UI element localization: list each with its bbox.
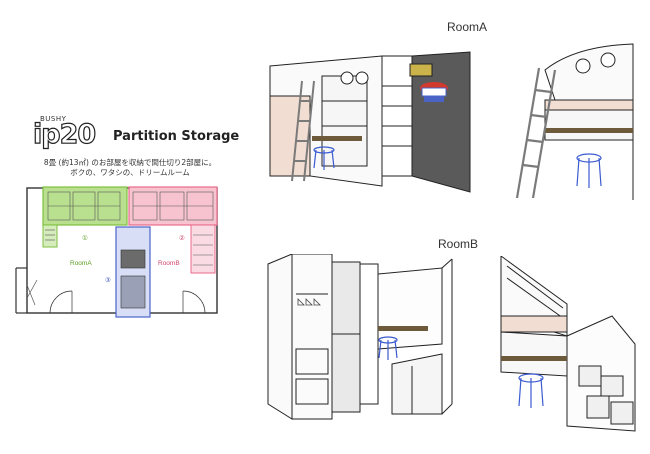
room-b-desk-1 [378, 326, 428, 331]
brand-logo: ip20 [32, 119, 96, 150]
room-b-chair-1 [378, 336, 398, 360]
room-a-desk-1 [312, 136, 362, 141]
product-title: Partition Storage [113, 129, 240, 144]
room-b-rendering-1 [267, 254, 453, 420]
room-b-desk-2 [501, 356, 567, 361]
description: 8畳 (約13㎡) のお部屋を収納で間仕切り2部屋に。 ボクの、ワタシの、ドリー… [30, 158, 230, 178]
room-b-label: RoomB [158, 260, 180, 267]
room-b-title: RoomB [438, 237, 479, 251]
room-a-lamp-1 [420, 82, 448, 102]
room-a-ladder-2 [515, 67, 557, 199]
door-arc-right [182, 290, 206, 314]
room-a-chair-2 [576, 153, 602, 188]
room-a-chair-1 [313, 146, 335, 170]
center-desk-block [120, 249, 146, 269]
room-a-label: RoomA [70, 260, 92, 267]
description-line-2: ボクの、ワタシの、ドリームルーム [70, 168, 190, 177]
room-b-furniture-lines [132, 191, 214, 266]
room-a-ladder-1 [291, 80, 315, 182]
closet-line [26, 284, 36, 306]
room-a-title: RoomA [447, 20, 488, 34]
marker-1: ① [82, 234, 88, 242]
room-b-rendering-2 [500, 256, 636, 432]
marker-2: ② [179, 234, 185, 242]
floor-plan: ① ② ③ RoomA RoomB [15, 186, 218, 318]
room-a-ladder-zone [42, 224, 58, 248]
center-shelf-block [120, 275, 146, 309]
room-b-hangers [297, 298, 321, 306]
closet-line [26, 279, 38, 299]
door-arc-left [49, 290, 73, 314]
room-b-chair-2 [518, 373, 544, 408]
room-a-furniture-lines [45, 191, 121, 241]
room-a-rendering-2 [515, 43, 634, 200]
description-line-1: 8畳 (約13㎡) のお部屋を収納で間仕切り2部屋に。 [43, 158, 217, 167]
room-a-desk-2 [545, 128, 633, 133]
brand-small-text: BUSHY [40, 115, 67, 123]
room-b-stair-zone [190, 224, 216, 274]
marker-3: ③ [105, 276, 111, 284]
room-a-rendering-1 [269, 51, 471, 193]
